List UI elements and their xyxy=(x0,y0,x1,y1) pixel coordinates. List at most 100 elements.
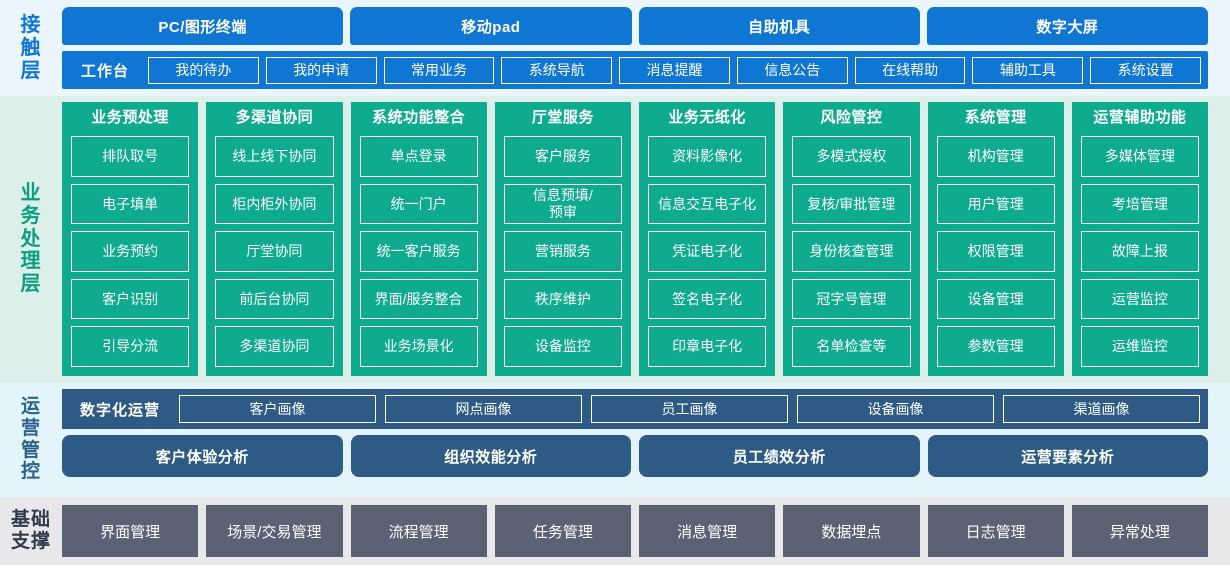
business-layer: 业 务 处 理 层 业务预处理 排队取号 电子填单 业务预约 客户识别 引导分流… xyxy=(0,96,1230,383)
foundation-item-ui-management[interactable]: 界面管理 xyxy=(62,505,199,557)
business-cell[interactable]: 多媒体管理 xyxy=(1080,136,1199,177)
foundation-item-task-management[interactable]: 任务管理 xyxy=(494,505,631,557)
business-cell[interactable]: 身份核查管理 xyxy=(792,231,911,272)
business-label-char-4: 层 xyxy=(20,273,42,296)
operations-label-char-2: 管 xyxy=(20,439,41,461)
business-cell[interactable]: 用户管理 xyxy=(936,183,1055,225)
business-cell[interactable]: 资料影像化 xyxy=(648,136,767,177)
business-cell[interactable]: 统一客户服务 xyxy=(359,231,478,272)
workbench-item-system-settings[interactable]: 系统设置 xyxy=(1090,56,1202,84)
business-cell[interactable]: 营销服务 xyxy=(503,231,622,272)
analysis-operation-elements[interactable]: 运营要素分析 xyxy=(927,435,1208,477)
business-cell[interactable]: 业务场景化 xyxy=(359,326,478,367)
operations-layer-label: 运 营 管 控 xyxy=(0,389,62,490)
operations-label-char-0: 运 xyxy=(20,396,41,418)
business-cell[interactable]: 运营监控 xyxy=(1080,278,1199,320)
workbench-item-system-navigation[interactable]: 系统导航 xyxy=(501,56,613,84)
business-cell[interactable]: 多模式授权 xyxy=(792,136,911,177)
business-column-multichannel: 多渠道协同 线上线下协同 柜内柜外协同 厅堂协同 前后台协同 多渠道协同 xyxy=(206,102,343,376)
business-column-paperless: 业务无纸化 资料影像化 信息交互电子化 凭证电子化 签名电子化 印章电子化 xyxy=(639,102,776,376)
analysis-organization-efficiency[interactable]: 组织效能分析 xyxy=(350,435,631,477)
contact-layer-body: PC/图形终端 移动pad 自助机具 数字大屏 工作台 我的待办 我的申请 常用… xyxy=(62,7,1230,90)
foundation-item-data-tracking[interactable]: 数据埋点 xyxy=(783,505,920,557)
business-cell[interactable]: 运维监控 xyxy=(1080,326,1199,367)
foundation-item-scene-transaction-management[interactable]: 场景/交易管理 xyxy=(206,505,343,557)
business-cell[interactable]: 参数管理 xyxy=(936,326,1055,367)
channel-tab-pc[interactable]: PC/图形终端 xyxy=(62,7,344,45)
column-title: 厅堂服务 xyxy=(531,109,594,126)
foundation-item-log-management[interactable]: 日志管理 xyxy=(927,505,1064,557)
business-layer-label: 业 务 处 理 层 xyxy=(0,102,62,376)
business-label-char-2: 处 xyxy=(20,227,42,250)
business-cell[interactable]: 机构管理 xyxy=(936,136,1055,177)
portrait-customer[interactable]: 客户画像 xyxy=(179,395,377,423)
analysis-customer-experience[interactable]: 客户体验分析 xyxy=(62,435,343,477)
contact-label-char-0: 接 xyxy=(20,14,42,37)
channel-tab-mobile-pad[interactable]: 移动pad xyxy=(350,7,632,45)
contact-layer: 接 触 层 PC/图形终端 移动pad 自助机具 数字大屏 工作台 我的待办 我… xyxy=(0,0,1230,96)
business-label-char-3: 理 xyxy=(20,250,42,273)
business-cell[interactable]: 单点登录 xyxy=(359,136,478,177)
business-cell[interactable]: 电子填单 xyxy=(71,183,190,225)
business-cell[interactable]: 柜内柜外协同 xyxy=(215,183,334,225)
contact-label-char-1: 触 xyxy=(20,37,42,60)
business-cell[interactable]: 客户服务 xyxy=(503,136,622,177)
business-cell[interactable]: 统一门户 xyxy=(359,183,478,225)
digital-operations-title: 数字化运营 xyxy=(80,401,161,419)
business-cell[interactable]: 印章电子化 xyxy=(648,326,767,367)
workbench-item-info-announcement[interactable]: 信息公告 xyxy=(736,56,848,84)
business-cell[interactable]: 考培管理 xyxy=(1080,183,1199,225)
business-cell[interactable]: 信息预填/ 预审 xyxy=(503,183,622,225)
business-cell[interactable]: 设备监控 xyxy=(503,326,622,367)
business-cell[interactable]: 故障上报 xyxy=(1080,231,1199,272)
portrait-employee[interactable]: 员工画像 xyxy=(591,395,789,423)
column-title: 多渠道协同 xyxy=(235,109,314,126)
business-layer-body: 业务预处理 排队取号 电子填单 业务预约 客户识别 引导分流 多渠道协同 线上线… xyxy=(62,102,1230,376)
foundation-item-exception-handling[interactable]: 异常处理 xyxy=(1071,505,1208,557)
business-cell[interactable]: 凭证电子化 xyxy=(648,231,767,272)
foundation-item-process-management[interactable]: 流程管理 xyxy=(350,505,487,557)
analysis-employee-performance[interactable]: 员工绩效分析 xyxy=(639,435,920,477)
foundation-layer: 基础 支撑 界面管理 场景/交易管理 流程管理 任务管理 消息管理 数据埋点 日… xyxy=(0,497,1230,565)
channel-row: PC/图形终端 移动pad 自助机具 数字大屏 xyxy=(62,7,1208,45)
workbench-item-my-application[interactable]: 我的申请 xyxy=(265,56,377,84)
contact-label-char-2: 层 xyxy=(20,59,42,82)
workbench-item-online-help[interactable]: 在线帮助 xyxy=(854,56,966,84)
business-column-lobby-service: 厅堂服务 客户服务 信息预填/ 预审 营销服务 秩序维护 设备监控 xyxy=(494,102,631,376)
channel-tab-self-service[interactable]: 自助机具 xyxy=(638,7,920,45)
business-cell[interactable]: 厅堂协同 xyxy=(215,231,334,272)
workbench-item-aux-tools[interactable]: 辅助工具 xyxy=(972,56,1084,84)
business-cell[interactable]: 复核/审批管理 xyxy=(792,183,911,225)
workbench-item-common-business[interactable]: 常用业务 xyxy=(383,56,495,84)
business-column-pre-processing: 业务预处理 排队取号 电子填单 业务预约 客户识别 引导分流 xyxy=(62,102,199,376)
column-title: 系统功能整合 xyxy=(372,109,466,126)
workbench-item-message-reminder[interactable]: 消息提醒 xyxy=(619,56,730,84)
column-title: 业务无纸化 xyxy=(668,109,746,126)
business-cell[interactable]: 权限管理 xyxy=(936,231,1055,272)
operations-label-char-3: 控 xyxy=(20,461,41,483)
business-cell[interactable]: 线上线下协同 xyxy=(215,136,334,177)
business-cell[interactable]: 前后台协同 xyxy=(215,278,334,320)
operations-layer: 运 营 管 控 数字化运营 客户画像 网点画像 员工画像 设备画像 渠道画像 客… xyxy=(0,383,1230,497)
business-cell[interactable]: 信息交互电子化 xyxy=(648,183,767,225)
portrait-device[interactable]: 设备画像 xyxy=(797,395,995,423)
foundation-item-message-management[interactable]: 消息管理 xyxy=(639,505,776,557)
business-cell[interactable]: 设备管理 xyxy=(936,278,1055,320)
business-cell[interactable]: 签名电子化 xyxy=(648,278,767,320)
business-cell[interactable]: 排队取号 xyxy=(71,136,190,177)
business-cell[interactable]: 引导分流 xyxy=(71,326,190,367)
portrait-branch[interactable]: 网点画像 xyxy=(385,395,583,423)
column-title: 系统管理 xyxy=(964,109,1027,126)
business-cell[interactable]: 界面/服务整合 xyxy=(359,278,478,320)
portrait-channel[interactable]: 渠道画像 xyxy=(1003,395,1201,423)
business-label-char-0: 业 xyxy=(20,182,42,204)
business-cell[interactable]: 秩序维护 xyxy=(503,278,622,320)
channel-tab-digital-screen[interactable]: 数字大屏 xyxy=(926,7,1208,45)
business-cell[interactable]: 业务预约 xyxy=(71,231,190,272)
business-cell[interactable]: 多渠道协同 xyxy=(215,326,334,367)
business-cell[interactable]: 名单检查等 xyxy=(792,326,911,367)
workbench-item-my-todo[interactable]: 我的待办 xyxy=(148,56,259,84)
business-cell[interactable]: 客户识别 xyxy=(71,278,190,320)
contact-layer-label: 接 触 层 xyxy=(0,7,62,90)
business-cell[interactable]: 冠字号管理 xyxy=(792,278,911,320)
